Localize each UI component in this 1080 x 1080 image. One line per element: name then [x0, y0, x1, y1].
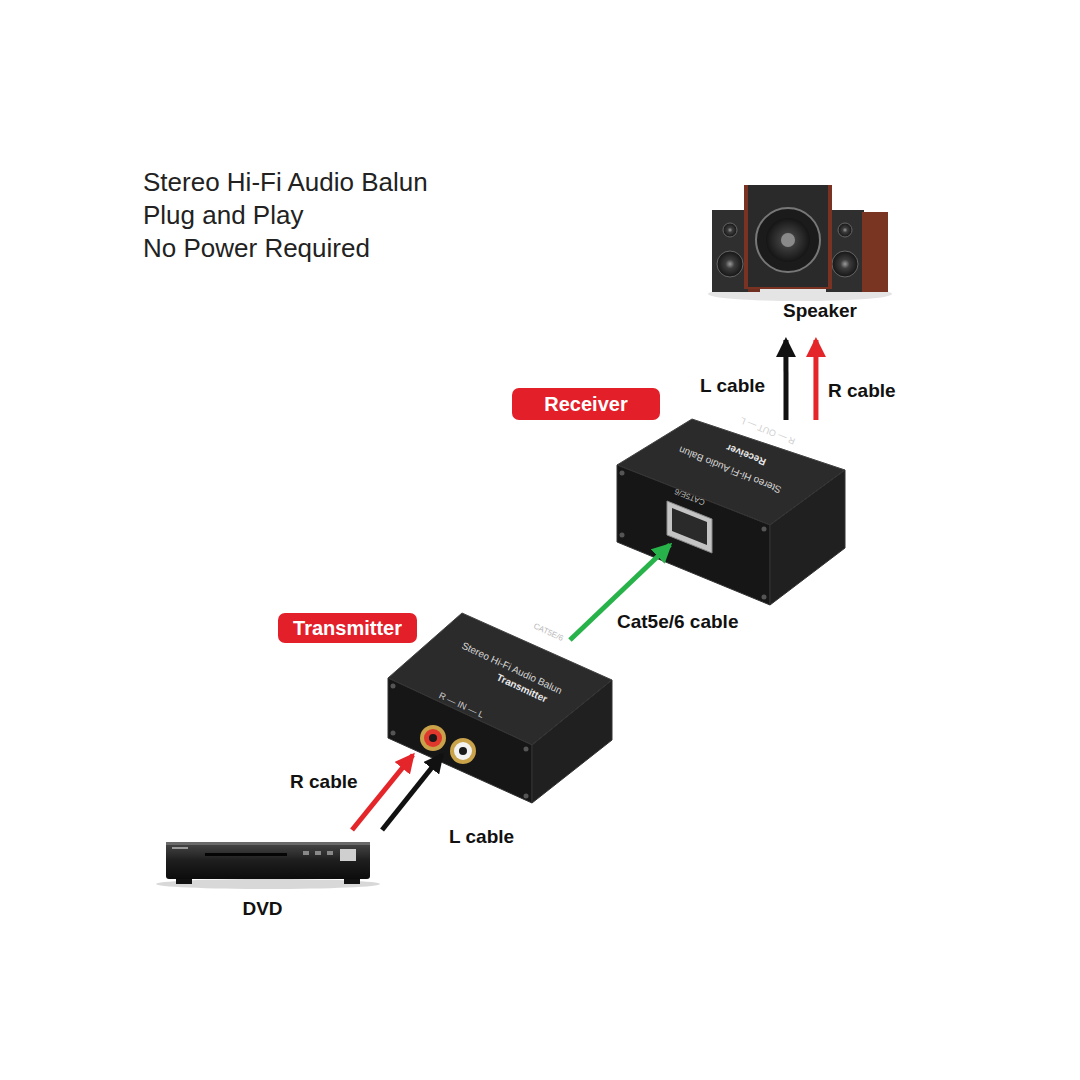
subwoofer-cone — [766, 218, 810, 262]
cable-label: L cable — [449, 826, 514, 848]
rca-jack — [450, 738, 476, 764]
rj45-port — [667, 501, 712, 553]
subwoofer-front — [748, 185, 828, 287]
subwoofer-driver — [756, 208, 820, 272]
cable-label: Cat5e/6 cable — [617, 611, 738, 633]
speaker-front — [712, 210, 748, 292]
feature-note: No Power Required — [143, 233, 370, 264]
audio-cable-arrow — [783, 340, 788, 420]
device-label: Speaker — [745, 301, 895, 322]
dvd-player-illustration — [156, 842, 380, 889]
dust-cap — [781, 233, 795, 247]
port-label: CAT5E/6 — [532, 622, 565, 643]
rj45-socket — [672, 508, 707, 545]
screw — [762, 595, 767, 600]
screw — [524, 747, 529, 752]
rca-jack-hole — [459, 747, 467, 755]
screw — [762, 527, 767, 532]
cable-label: L cable — [700, 375, 765, 397]
dvd-player: DVD — [155, 830, 395, 925]
port-label: R — IN — L — [437, 691, 485, 720]
dvd-foot — [344, 879, 360, 884]
dvd-button — [315, 851, 321, 855]
audio-cable-arrow — [352, 755, 413, 830]
port-label: R — OUT — L — [739, 414, 797, 445]
receiver-unit: ReceiverStereo Hi-Fi Audio BalunReceiver… — [670, 420, 845, 550]
tweeter — [723, 223, 737, 237]
screw — [620, 471, 625, 476]
dvd-top-edge — [166, 842, 370, 845]
cable-label: R cable — [290, 771, 358, 793]
dvd-display — [340, 849, 356, 861]
screw — [391, 731, 396, 736]
box-front-face — [388, 678, 532, 803]
cable-label: R cable — [828, 380, 896, 402]
receiver-illustration — [617, 419, 845, 605]
dvd-body — [166, 842, 370, 879]
dvd-button — [303, 851, 309, 855]
port-label: CAT5E/6 — [674, 486, 707, 506]
dvd-button — [327, 851, 333, 855]
unit-tag: Transmitter — [278, 613, 417, 643]
device-label: DVD — [215, 899, 310, 920]
diagram-title: Stereo Hi-Fi Audio Balun — [143, 167, 428, 198]
box-front-face — [617, 465, 770, 605]
screw — [620, 533, 625, 538]
rca-jack-ring — [424, 729, 442, 747]
rca-jack-ring — [454, 742, 472, 760]
tweeter — [838, 223, 852, 237]
speaker-cabinet — [862, 212, 888, 292]
audio-cable-arrow — [382, 755, 442, 830]
unit-tag: Receiver — [512, 388, 660, 420]
box-side-face — [770, 470, 845, 605]
rca-jack-hole — [429, 734, 437, 742]
transmitter-illustration — [388, 613, 612, 803]
screw — [524, 794, 529, 799]
speaker-set: Speaker — [705, 180, 895, 340]
woofer — [832, 251, 858, 277]
speaker-illustration — [708, 185, 892, 301]
rca-jack — [420, 725, 446, 751]
feature-note: Plug and Play — [143, 200, 303, 231]
woofer — [717, 251, 743, 277]
screw — [391, 684, 396, 689]
disc-slot — [205, 853, 287, 856]
transmitter-unit: TransmitterStereo Hi-Fi Audio BalunTrans… — [385, 640, 610, 755]
dvd-foot — [176, 879, 192, 884]
brand-mark — [172, 847, 188, 849]
audio-cable-arrow — [813, 340, 818, 420]
subwoofer-cabinet — [744, 185, 832, 289]
shadow — [156, 879, 380, 889]
